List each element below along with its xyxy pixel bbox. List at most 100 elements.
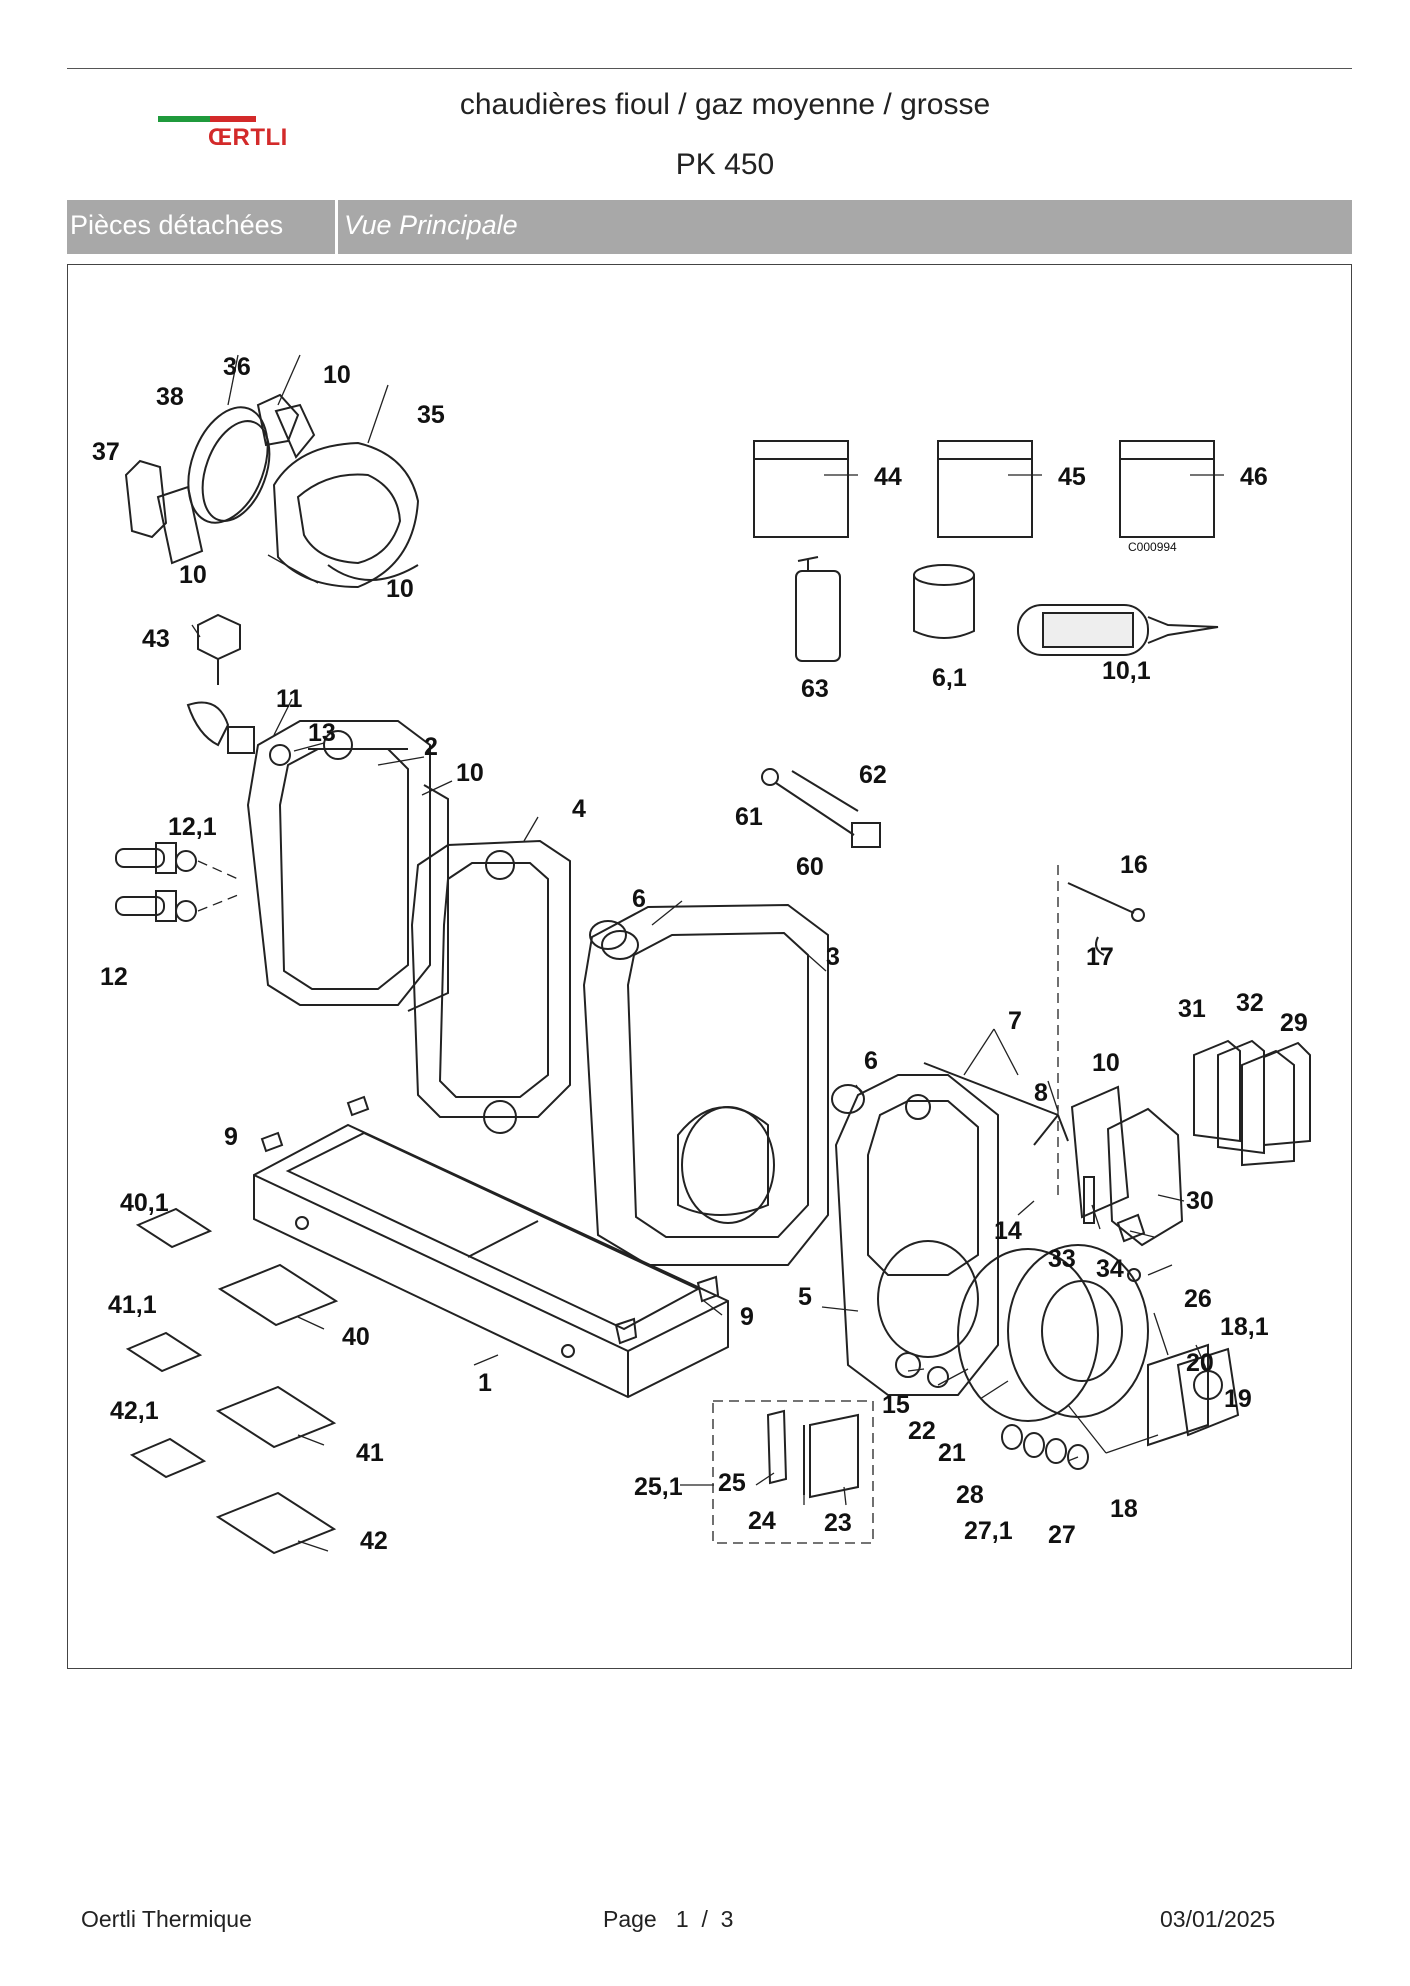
callout-41: 41 xyxy=(356,1439,384,1467)
callout-15: 15 xyxy=(882,1391,910,1419)
consumables xyxy=(795,556,1219,662)
logo-wordmark: ŒRTLI xyxy=(208,124,288,151)
section-label: Pièces détachées xyxy=(70,210,284,240)
insulation-panels xyxy=(1193,1039,1311,1167)
leader-lines xyxy=(191,354,1209,1552)
callout-10-1: 10,1 xyxy=(1102,657,1151,685)
callout-40-1: 40,1 xyxy=(120,1189,169,1217)
callout-37: 37 xyxy=(92,438,120,466)
base-frame xyxy=(253,1123,729,1399)
callout-25: 25 xyxy=(718,1469,746,1497)
callout-28: 28 xyxy=(956,1481,984,1509)
combustion-grates xyxy=(125,1207,339,1555)
model-name: PK 450 xyxy=(675,148,775,181)
callout-10: 10 xyxy=(323,361,351,389)
header-separator xyxy=(335,200,338,254)
callout-16: 16 xyxy=(1120,851,1148,879)
callout-12-1: 12,1 xyxy=(168,813,217,841)
main-section-block xyxy=(582,903,829,1266)
callout-63: 63 xyxy=(801,675,829,703)
callout-30: 30 xyxy=(1186,1187,1214,1215)
gasket-bags xyxy=(753,440,1224,538)
callout-10: 10 xyxy=(1092,1049,1120,1077)
footer-date: 03/01/2025 xyxy=(1160,1906,1276,1932)
callout-26: 26 xyxy=(1184,1285,1212,1313)
intermediate-section xyxy=(410,839,571,1134)
callout-25-1: 25,1 xyxy=(634,1473,683,1501)
callout-36: 36 xyxy=(223,353,251,381)
callout-20: 20 xyxy=(1186,1349,1214,1377)
callout-46: 46 xyxy=(1240,463,1268,491)
brand-logo: ŒRTLI xyxy=(158,112,308,152)
exploded-view-svg: 36 10 38 35 37 10 10 44 45 46 C000994 63… xyxy=(92,353,1311,1555)
logo-green-bar xyxy=(158,116,210,122)
rod xyxy=(1057,865,1145,1201)
callout-22: 22 xyxy=(908,1417,936,1445)
callout-6-1: 6,1 xyxy=(932,664,967,692)
callout-45: 45 xyxy=(1058,463,1086,491)
callout-labels: 36 10 38 35 37 10 10 44 45 46 C000994 63… xyxy=(92,353,1308,1555)
callout-9: 9 xyxy=(224,1123,238,1151)
callout-41-1: 41,1 xyxy=(108,1291,157,1319)
callout-9: 9 xyxy=(740,1303,754,1331)
callout-1: 1 xyxy=(478,1369,492,1397)
callout-35: 35 xyxy=(417,401,445,429)
callout-31: 31 xyxy=(1178,995,1206,1023)
callout-33: 33 xyxy=(1048,1245,1076,1273)
callout-10: 10 xyxy=(456,759,484,787)
callout-43: 43 xyxy=(142,625,170,653)
callout-61: 61 xyxy=(735,803,763,831)
callout-21: 21 xyxy=(938,1439,966,1467)
callout-4: 4 xyxy=(572,795,586,823)
burner-door xyxy=(927,1213,1240,1447)
footer-company: Oertli Thermique xyxy=(81,1906,252,1932)
burner-plate-group xyxy=(124,393,420,589)
top-rule xyxy=(67,68,1352,69)
callout-6: 6 xyxy=(864,1047,878,1075)
logo-red-bar xyxy=(210,116,256,122)
callout-44: 44 xyxy=(874,463,902,491)
rear-door-section xyxy=(834,1062,1069,1396)
callout-29: 29 xyxy=(1280,1009,1308,1037)
callout-27-1: 27,1 xyxy=(964,1517,1013,1545)
footer-page-number: Page 1 / 3 xyxy=(603,1906,734,1932)
callout-14: 14 xyxy=(994,1217,1022,1245)
callout-17: 17 xyxy=(1086,943,1114,971)
hinge-assembly xyxy=(712,1400,874,1544)
callout-6: 6 xyxy=(632,885,646,913)
callout-18-1: 18,1 xyxy=(1220,1313,1269,1341)
callout-18: 18 xyxy=(1110,1495,1138,1523)
callout-24: 24 xyxy=(748,1507,776,1535)
callout-10: 10 xyxy=(386,575,414,603)
front-section xyxy=(246,720,449,1012)
exploded-view-diagram: 36 10 38 35 37 10 10 44 45 46 C000994 63… xyxy=(67,264,1352,1669)
callout-23: 23 xyxy=(824,1509,852,1537)
callout-12: 12 xyxy=(100,963,128,991)
callout-3: 3 xyxy=(826,943,840,971)
callout-27: 27 xyxy=(1048,1521,1076,1549)
drawing-code: C000994 xyxy=(1128,540,1177,554)
nozzles xyxy=(115,842,239,922)
callout-42-1: 42,1 xyxy=(110,1397,159,1425)
callout-32: 32 xyxy=(1236,989,1264,1017)
callout-19: 19 xyxy=(1224,1385,1252,1413)
inspection-cover xyxy=(1070,1085,1184,1247)
sensor-assembly xyxy=(186,613,291,766)
callout-13: 13 xyxy=(308,719,336,747)
callout-8: 8 xyxy=(1034,1079,1048,1107)
callout-62: 62 xyxy=(859,761,887,789)
callout-42: 42 xyxy=(360,1527,388,1555)
callout-38: 38 xyxy=(156,383,184,411)
callout-5: 5 xyxy=(798,1283,812,1311)
cleaning-tools xyxy=(761,768,881,848)
callout-7: 7 xyxy=(1008,1007,1022,1035)
view-label: Vue Principale xyxy=(344,210,518,240)
section-header-bar: Pièces détachées Vue Principale xyxy=(67,200,1352,254)
washers xyxy=(1001,1424,1089,1470)
callout-2: 2 xyxy=(424,733,438,761)
callout-11: 11 xyxy=(276,685,303,713)
callout-10: 10 xyxy=(179,561,207,589)
plug xyxy=(589,920,865,1114)
callout-60: 60 xyxy=(796,853,824,881)
callout-34: 34 xyxy=(1096,1255,1124,1283)
